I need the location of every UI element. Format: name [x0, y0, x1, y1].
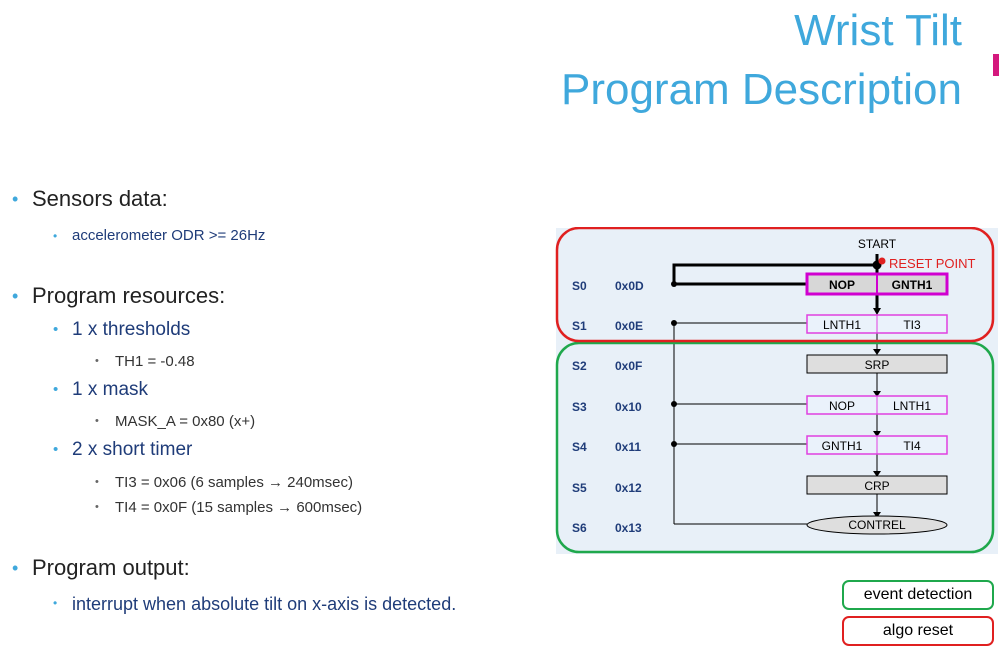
s4-right-cell: TI4 [903, 439, 921, 453]
s6-addr: 0x13 [615, 521, 642, 535]
s4-left-cell: GNTH1 [822, 439, 863, 453]
s5-addr: 0x12 [615, 481, 642, 495]
bullet-sensors-odr: accelerometer ODR >= 26Hz [53, 227, 265, 244]
s5-cell: CRP [864, 479, 889, 493]
bullet-resources: Program resources: [12, 283, 225, 309]
start-label: START [858, 237, 897, 251]
bullet-mask: 1 x mask [53, 379, 148, 401]
title-line-1: Wrist Tilt [794, 6, 962, 55]
s4-state: S4 [572, 440, 587, 454]
algo-reset-outline [555, 226, 995, 343]
bullet-output: Program output: [12, 555, 190, 581]
s0-left-cell: NOP [829, 278, 855, 292]
bullet-sensors: Sensors data: [12, 186, 168, 212]
s3-state: S3 [572, 400, 587, 414]
s6-ellipse [806, 515, 948, 535]
s1-right-cell: TI3 [903, 318, 921, 332]
reset-point-label: RESET POINT [889, 256, 976, 271]
arrow-s2 [873, 349, 881, 355]
s3-left-cell: NOP [829, 399, 855, 413]
bullet-th1: TH1 = -0.48 [95, 353, 195, 370]
s0-right-cell: GNTH1 [892, 278, 933, 292]
bullet-ti4: TI4 = 0x0F (15 samples → 600msec) [95, 499, 362, 516]
s1-state: S1 [572, 319, 587, 333]
accent-bar [993, 54, 999, 76]
state-diagram: START RESET POINT NOP GNTH1 LNTH1 TI3 SR… [555, 226, 999, 555]
s2-cell: SRP [865, 358, 890, 372]
reset-point-marker [878, 257, 886, 265]
junction-s3 [671, 401, 677, 407]
s3-right-cell: LNTH1 [893, 399, 931, 413]
bullet-output-interrupt: interrupt when absolute tilt on x-axis i… [53, 594, 456, 615]
junction-s1 [671, 320, 677, 326]
junction-s4 [671, 441, 677, 447]
s0-addr: 0x0D [615, 279, 644, 293]
s2-addr: 0x0F [615, 359, 642, 373]
arrow-s6 [873, 512, 881, 518]
s3-addr: 0x10 [615, 400, 642, 414]
event-detection-outline [555, 341, 995, 554]
reset-path [672, 263, 877, 284]
bullet-timer: 2 x short timer [53, 439, 192, 461]
s5-state: S5 [572, 481, 587, 495]
arrow-s5 [873, 471, 881, 477]
legend-event-detection: event detection [842, 580, 994, 610]
legend-algo-reset: algo reset [842, 616, 994, 646]
bullet-mask-a: MASK_A = 0x80 (x+) [95, 413, 255, 430]
s6-cell: CONTREL [848, 518, 906, 532]
title-line-2: Program Description [560, 65, 962, 114]
arrow-s4 [873, 431, 881, 437]
s0-state: S0 [572, 279, 587, 293]
s5-box [806, 475, 948, 495]
s2-state: S2 [572, 359, 587, 373]
arrow-s1 [873, 308, 881, 315]
junction-s0 [671, 281, 677, 287]
s6-state: S6 [572, 521, 587, 535]
s1-left-cell: LNTH1 [823, 318, 861, 332]
bullet-ti3: TI3 = 0x06 (6 samples → 240msec) [95, 474, 353, 491]
s2-box [806, 354, 948, 374]
s1-addr: 0x0E [615, 319, 643, 333]
bullet-thresholds: 1 x thresholds [53, 319, 190, 341]
arrow-s3 [873, 391, 881, 397]
s4-addr: 0x11 [615, 440, 641, 454]
